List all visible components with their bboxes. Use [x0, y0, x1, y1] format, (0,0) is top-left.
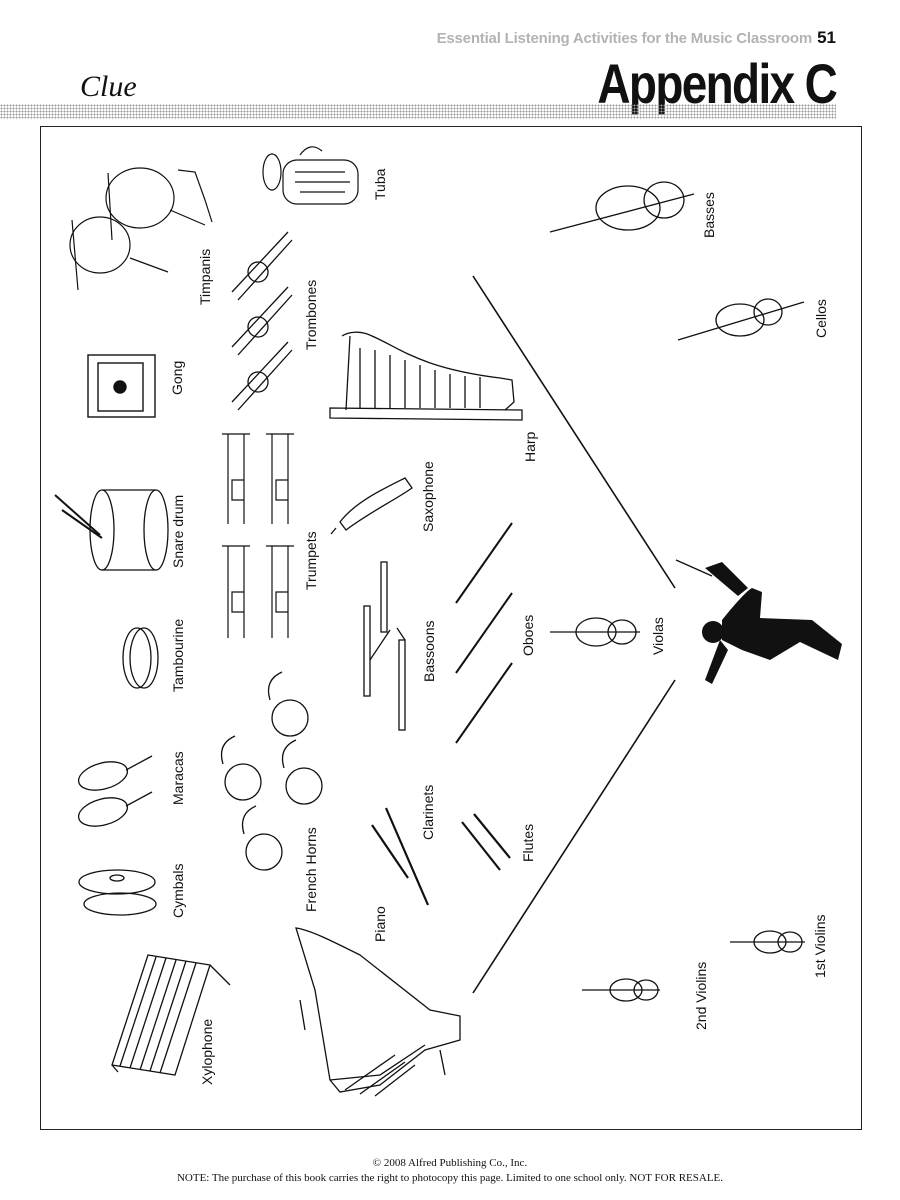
- clarinets-label: Clarinets: [420, 785, 436, 840]
- tuba-icon: [262, 146, 359, 205]
- cymbals-icon: [78, 869, 157, 916]
- appendix-title: Appendix C: [597, 52, 837, 115]
- maracas-label: Maracas: [170, 751, 186, 805]
- piano-label: Piano: [372, 906, 388, 942]
- xylophone-label: Xylophone: [199, 1019, 215, 1085]
- upper-section-line: [472, 275, 676, 589]
- footer-copyright: © 2008 Alfred Publishing Co., Inc.: [372, 1157, 528, 1169]
- saxophone-icon: [330, 477, 413, 535]
- xylophone-icon: [111, 954, 231, 1076]
- bassoon-icon: [363, 561, 406, 731]
- first-violin-icon: [730, 930, 805, 954]
- maracas-icon: [77, 755, 153, 827]
- gong-label: Gong: [169, 361, 185, 395]
- timpanis-label: Timpanis: [197, 249, 213, 305]
- lower-section-line: [472, 679, 676, 994]
- flute-icon: [461, 813, 511, 871]
- bassoons-label: Bassoons: [421, 621, 437, 682]
- second-violins-label: 2nd Violins: [693, 962, 709, 1030]
- oboes-label: Oboes: [520, 615, 536, 656]
- cymbals-label: Cymbals: [170, 864, 186, 918]
- conductor-icon: [675, 559, 842, 684]
- trumpets-label: Trumpets: [303, 531, 319, 590]
- first-violins-label: 1st Violins: [812, 914, 828, 978]
- header-dotted-rule: [0, 104, 836, 119]
- french-horn-icon: [220, 671, 323, 871]
- running-head: Essential Listening Activities for the M…: [437, 30, 838, 47]
- harp-label: Harp: [522, 431, 538, 462]
- oboe-icon: [455, 522, 513, 744]
- viola-icon: [550, 617, 640, 647]
- snare-drum-label: Snare drum: [170, 495, 186, 568]
- timpani-icon: [69, 167, 213, 291]
- book-title: Essential Listening Activities for the M…: [436, 30, 813, 47]
- flutes-label: Flutes: [520, 824, 536, 862]
- french-horns-label: French Horns: [303, 827, 319, 912]
- tambourine-icon: [122, 627, 159, 689]
- snare-drum-icon: [54, 489, 169, 571]
- harp-icon: [329, 331, 523, 421]
- clue-label: Clue: [80, 70, 137, 103]
- seating-chart-frame: [40, 126, 862, 1130]
- second-violin-icon: [582, 978, 660, 1002]
- footer-note: NOTE: The purchase of this book carries …: [176, 1172, 724, 1184]
- trumpet-icon: [222, 433, 294, 638]
- trombone-icon: [231, 231, 293, 411]
- trombones-label: Trombones: [303, 280, 319, 350]
- cellos-label: Cellos: [813, 299, 829, 338]
- clarinet-icon: [371, 807, 430, 906]
- tuba-label: Tuba: [372, 168, 388, 200]
- saxophone-label: Saxophone: [420, 461, 436, 532]
- tambourine-label: Tambourine: [170, 619, 186, 692]
- gong-icon: [87, 354, 156, 418]
- basses-label: Basses: [701, 192, 717, 238]
- piano-icon: [295, 927, 461, 1097]
- page-number: 51: [817, 28, 836, 47]
- double-bass-icon: [549, 181, 695, 233]
- cello-icon: [677, 298, 805, 341]
- violas-label: Violas: [650, 617, 666, 655]
